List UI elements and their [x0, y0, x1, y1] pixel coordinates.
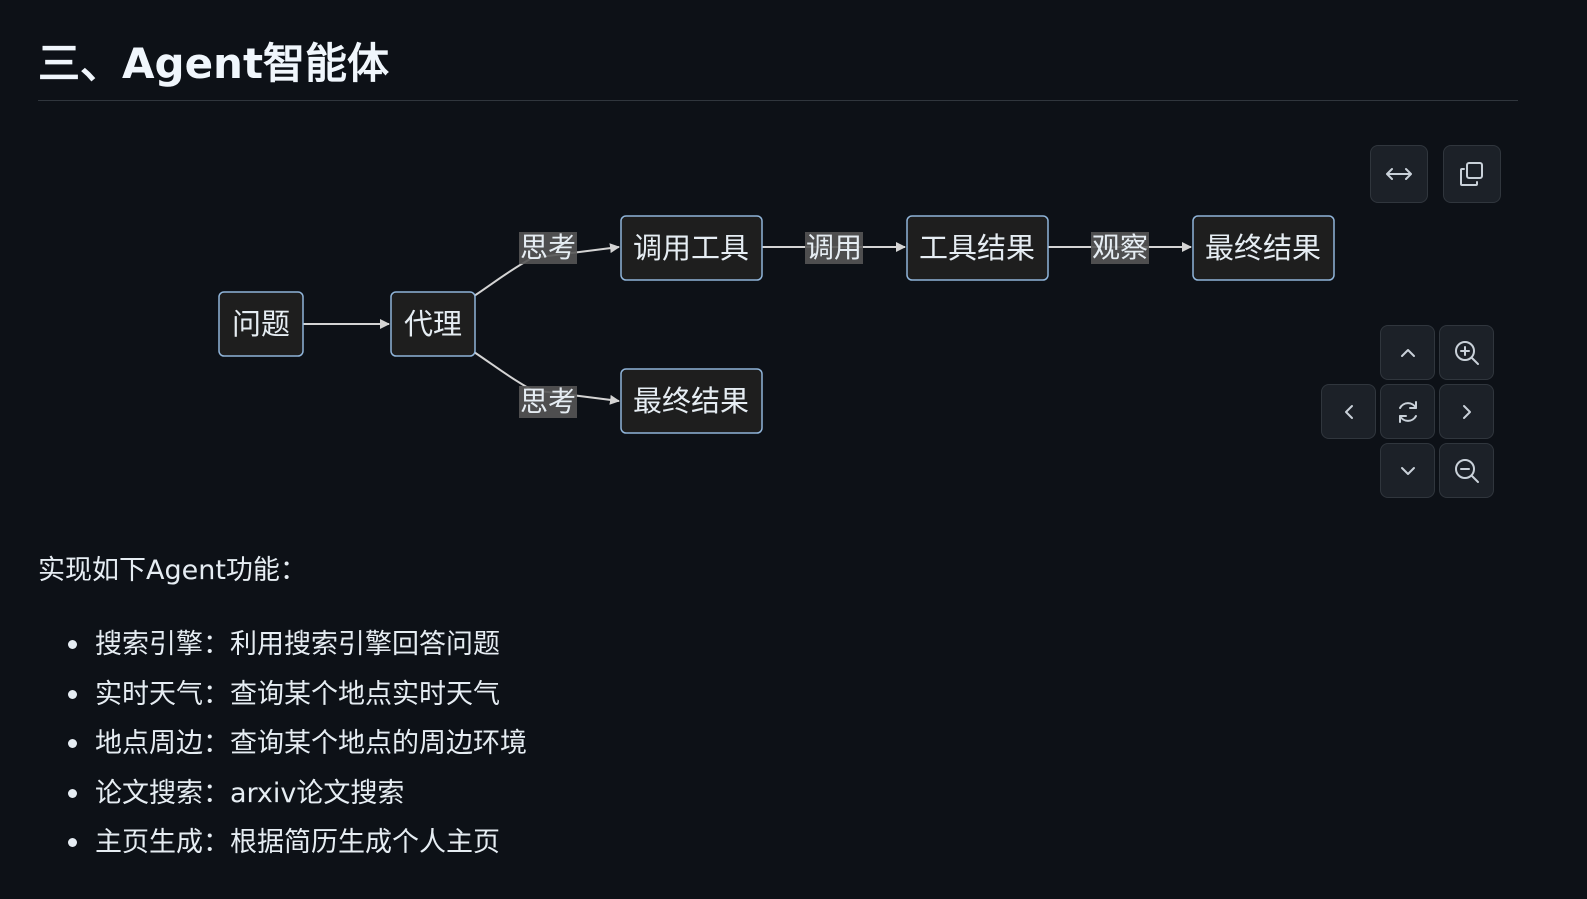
edge-label-think-bottom: 思考	[519, 385, 577, 418]
svg-text:代理: 代理	[404, 307, 462, 341]
pan-down-button[interactable]	[1380, 443, 1435, 498]
list-item: 实时天气：查询某个地点实时天气	[38, 670, 527, 720]
node-question: 问题	[218, 291, 304, 357]
edge-label-think-top: 思考	[519, 231, 577, 264]
zoom-in-icon	[1454, 340, 1479, 365]
svg-text:最终结果: 最终结果	[633, 384, 749, 418]
node-final-result-bottom: 最终结果	[620, 368, 763, 434]
node-final-result-top: 最终结果	[1192, 215, 1335, 281]
copy-button[interactable]	[1443, 145, 1501, 203]
feature-list: 搜索引擎：利用搜索引擎回答问题 实时天气：查询某个地点实时天气 地点周边：查询某…	[38, 620, 527, 868]
intro-text: 实现如下Agent功能：	[38, 555, 307, 586]
edge-label-call: 调用	[805, 231, 863, 264]
agent-flow-diagram: 思考 思考 调用 观察 问题 代理 调用工具 工具结果	[218, 215, 1335, 434]
svg-text:思考: 思考	[520, 231, 576, 264]
zoom-out-icon	[1454, 458, 1479, 483]
copy-icon	[1460, 162, 1483, 186]
reset-view-button[interactable]	[1380, 384, 1435, 439]
chevron-right-icon	[1462, 404, 1471, 419]
pan-left-button[interactable]	[1321, 384, 1376, 439]
heading-divider	[38, 100, 1518, 101]
zoom-in-button[interactable]	[1439, 325, 1494, 380]
node-agent: 代理	[390, 291, 476, 357]
svg-text:最终结果: 最终结果	[1205, 231, 1321, 265]
node-tool-result: 工具结果	[906, 215, 1049, 281]
list-item: 主页生成：根据简历生成个人主页	[38, 818, 527, 868]
chevron-down-icon	[1400, 466, 1415, 475]
reset-icon	[1398, 400, 1417, 423]
node-call-tool: 调用工具	[620, 215, 763, 281]
list-item: 地点周边：查询某个地点的周边环境	[38, 719, 527, 769]
section-heading: 三、Agent智能体	[38, 39, 390, 88]
svg-text:观察: 观察	[1092, 231, 1148, 264]
svg-text:工具结果: 工具结果	[919, 231, 1035, 265]
pan-right-button[interactable]	[1439, 384, 1494, 439]
list-item: 搜索引擎：利用搜索引擎回答问题	[38, 620, 527, 670]
expand-horizontal-icon	[1386, 168, 1412, 180]
list-item: 论文搜索：arxiv论文搜索	[38, 769, 527, 819]
expand-horizontal-button[interactable]	[1370, 145, 1428, 203]
svg-text:思考: 思考	[520, 385, 576, 418]
edge-label-observe: 观察	[1091, 231, 1149, 264]
pan-up-button[interactable]	[1380, 325, 1435, 380]
chevron-up-icon	[1400, 348, 1415, 357]
chevron-left-icon	[1344, 404, 1353, 419]
svg-text:调用: 调用	[806, 231, 862, 264]
svg-text:问题: 问题	[232, 307, 290, 341]
zoom-out-button[interactable]	[1439, 443, 1494, 498]
svg-text:调用工具: 调用工具	[633, 231, 749, 265]
